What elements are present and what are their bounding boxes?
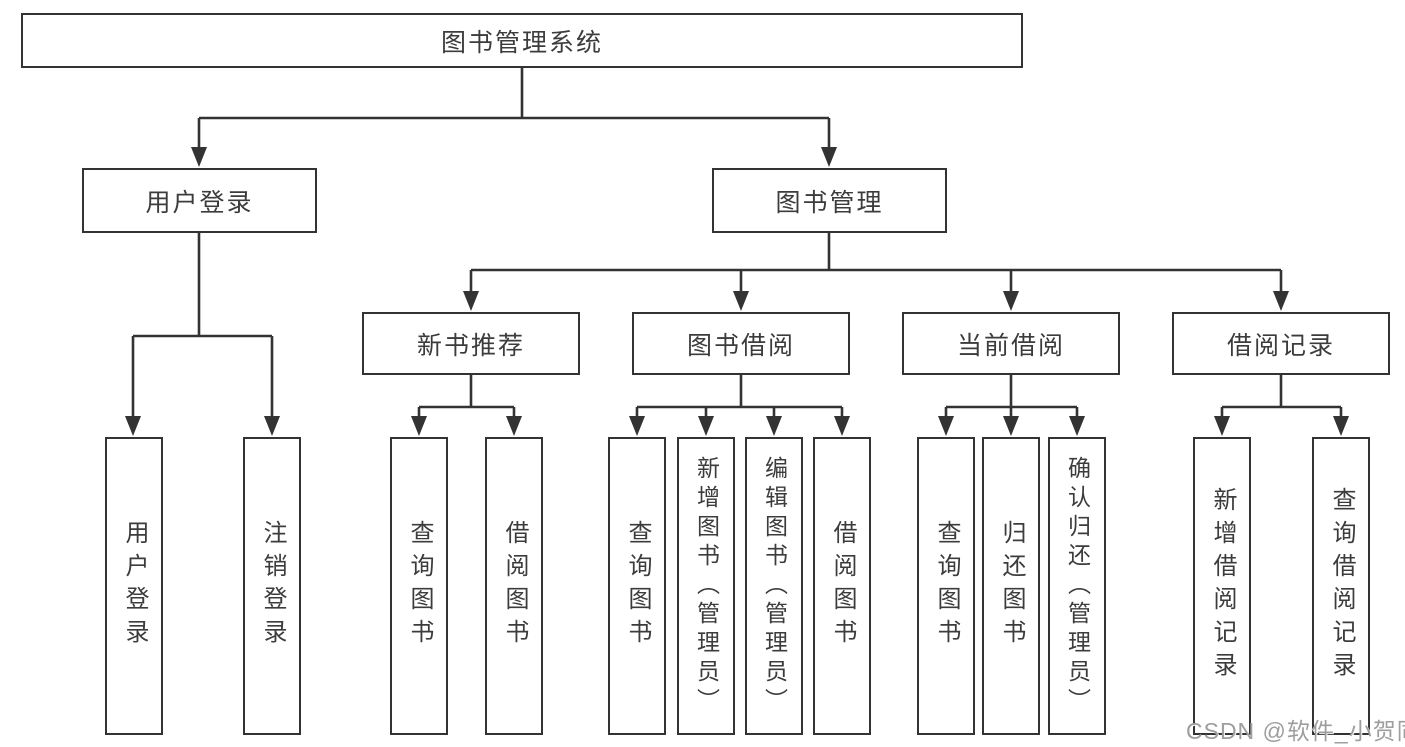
node-borrowing-records: 借阅记录 — [1172, 312, 1390, 375]
leaf-query-books-recommend: 查询图书 — [390, 437, 448, 735]
leaf-query-borrow-record: 查询借阅记录 — [1312, 437, 1370, 735]
leaf-query-books-current: 查询图书 — [917, 437, 975, 735]
node-new-book-recommendation: 新书推荐 — [362, 312, 580, 375]
node-book-borrowing: 图书借阅 — [632, 312, 850, 375]
leaf-return-books: 归还图书 — [982, 437, 1040, 735]
node-book-management: 图书管理 — [712, 168, 947, 233]
leaf-borrow-books: 借阅图书 — [813, 437, 871, 735]
leaf-confirm-return-admin: 确认归还（管理员） — [1048, 437, 1106, 735]
leaf-query-books-borrow: 查询图书 — [608, 437, 666, 735]
node-current-borrowing: 当前借阅 — [902, 312, 1120, 375]
csdn-watermark: CSDN @软件_小贺同学 — [1186, 718, 1405, 744]
leaf-add-borrow-record: 新增借阅记录 — [1193, 437, 1251, 735]
node-library-management-system: 图书管理系统 — [21, 13, 1023, 68]
leaf-logout: 注销登录 — [243, 437, 301, 735]
leaf-borrow-books-recommend: 借阅图书 — [485, 437, 543, 735]
leaf-edit-books-admin: 编辑图书（管理员） — [745, 437, 803, 735]
node-user-login: 用户登录 — [82, 168, 317, 233]
leaf-add-books-admin: 新增图书（管理员） — [677, 437, 735, 735]
leaf-user-login: 用户登录 — [105, 437, 163, 735]
